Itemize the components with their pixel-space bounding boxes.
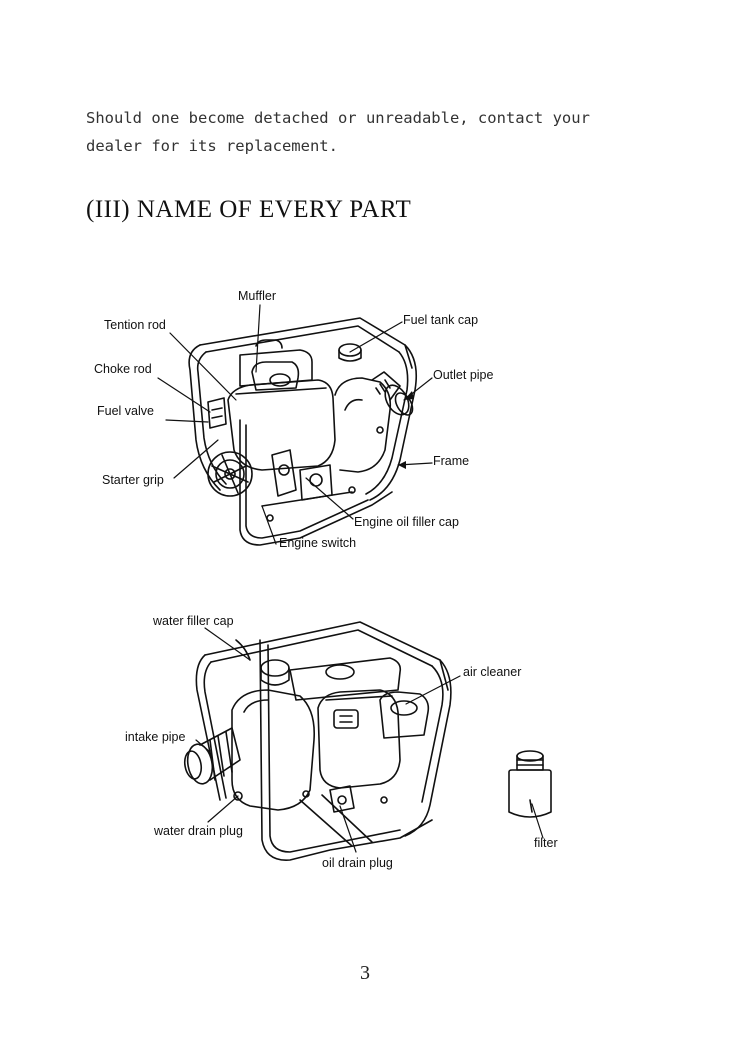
- label-intake-pipe: intake pipe: [125, 730, 186, 744]
- label-water-filler-cap: water filler cap: [153, 614, 234, 628]
- filter-illustration: [508, 750, 552, 818]
- label-air-cleaner: air cleaner: [463, 665, 522, 679]
- label-outlet-pipe: Outlet pipe: [433, 368, 494, 382]
- label-engine-oil-filler-cap: Engine oil filler cap: [354, 515, 459, 529]
- label-oil-drain-plug: oil drain plug: [322, 856, 393, 870]
- intro-line-1: Should one become detached or unreadable…: [86, 109, 590, 127]
- pump-illustration-outlet-side: [188, 317, 418, 546]
- intro-line-2: dealer for its replacement.: [86, 137, 338, 155]
- label-fuel-tank-cap: Fuel tank cap: [403, 313, 479, 327]
- leader-lines: [157, 304, 544, 853]
- label-engine-switch: Engine switch: [279, 536, 357, 550]
- label-starter-grip: Starter grip: [102, 473, 164, 487]
- intro-paragraph: Should one become detached or unreadable…: [86, 104, 686, 160]
- label-fuel-valve: Fuel valve: [97, 404, 154, 418]
- label-choke-rod: Choke rod: [94, 362, 152, 376]
- pump-illustration-intake-side: [183, 621, 452, 861]
- label-frame: Frame: [433, 454, 470, 468]
- label-water-drain-plug: water drain plug: [154, 824, 243, 838]
- page-number: 3: [360, 962, 370, 984]
- label-filter: filter: [534, 836, 558, 850]
- label-muffler: Muffler: [238, 289, 276, 303]
- section-heading: (III) NAME OF EVERY PART: [86, 196, 412, 223]
- label-tention-rod: Tention rod: [104, 318, 166, 332]
